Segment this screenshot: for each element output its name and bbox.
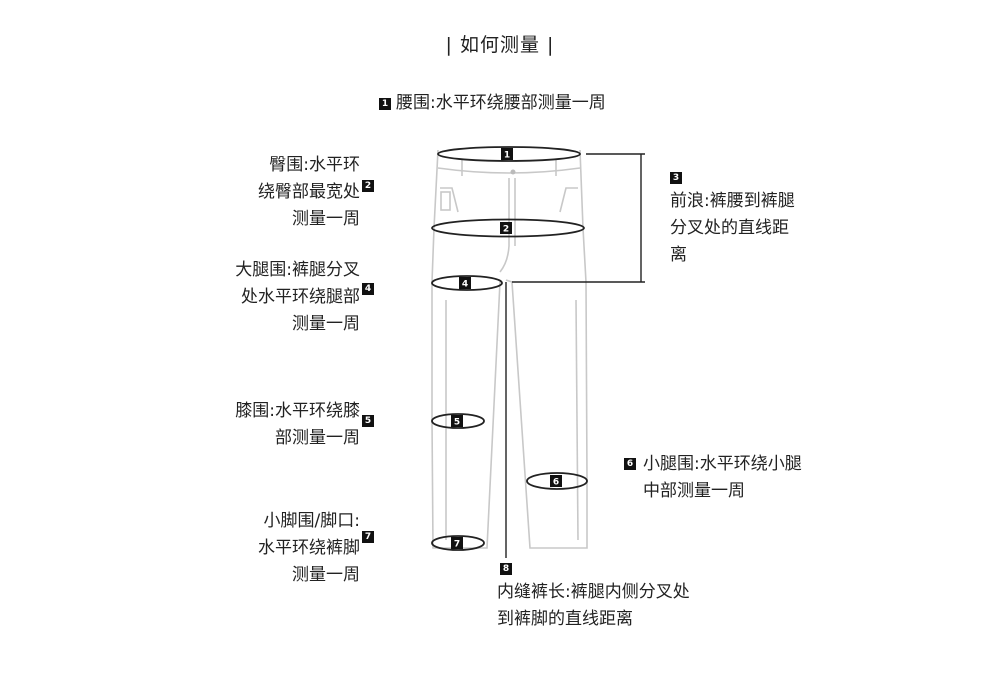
label-waist: 腰围:水平环绕腰部测量一周 (396, 93, 606, 113)
fly (499, 178, 510, 273)
ellipse-waist (437, 146, 581, 162)
label-calf: 小腿围:水平环绕小腿 中部测量一周 (643, 454, 802, 501)
ellipse-knee (431, 413, 485, 429)
badge-knee: 5 (362, 415, 374, 427)
ellipse-hip (431, 218, 585, 238)
svg-text:4: 4 (462, 280, 468, 290)
svg-text:6: 6 (553, 478, 559, 488)
right-pocket (559, 187, 578, 213)
badge-waist: 1 (379, 98, 391, 110)
label-inseam: 内缝裤长:裤腿内侧分叉处 到裤脚的直线距离 (497, 582, 690, 629)
left-pocket (440, 187, 459, 213)
pants-outline-right (505, 149, 588, 549)
svg-text:7: 7 (454, 540, 460, 550)
label-hem: 小脚围/脚口: 水平环绕裤脚 测量一周 (258, 511, 360, 585)
svg-text:2: 2 (503, 225, 509, 235)
badge-hip: 2 (362, 180, 374, 192)
label-hip: 臀围:水平环 绕臀部最宽处 测量一周 (258, 155, 360, 229)
ellipse-thigh (431, 275, 503, 291)
badge-hem: 7 (362, 531, 374, 543)
label-rise: 前浪:裤腰到裤腿 分叉处的直线距 离 (670, 191, 795, 265)
coin-pocket (440, 191, 451, 211)
badge-calf: 6 (624, 458, 636, 470)
waistband (437, 167, 581, 174)
button (510, 169, 516, 175)
badge-rise: 3 (670, 172, 682, 184)
diagram-badges: 1 2 4 5 6 7 (451, 148, 562, 550)
label-thigh: 大腿围:裤腿分叉 处水平环绕腿部 测量一周 (235, 260, 360, 334)
label-knee: 膝围:水平环绕膝 部测量一周 (235, 401, 360, 448)
diagram-title: | 如何测量 | (445, 34, 555, 56)
badge-inseam: 8 (500, 563, 512, 575)
ellipse-hem (431, 535, 485, 551)
svg-text:1: 1 (504, 151, 510, 161)
svg-text:5: 5 (454, 418, 460, 428)
badge-thigh: 4 (362, 283, 374, 295)
ellipse-calf (526, 472, 588, 490)
